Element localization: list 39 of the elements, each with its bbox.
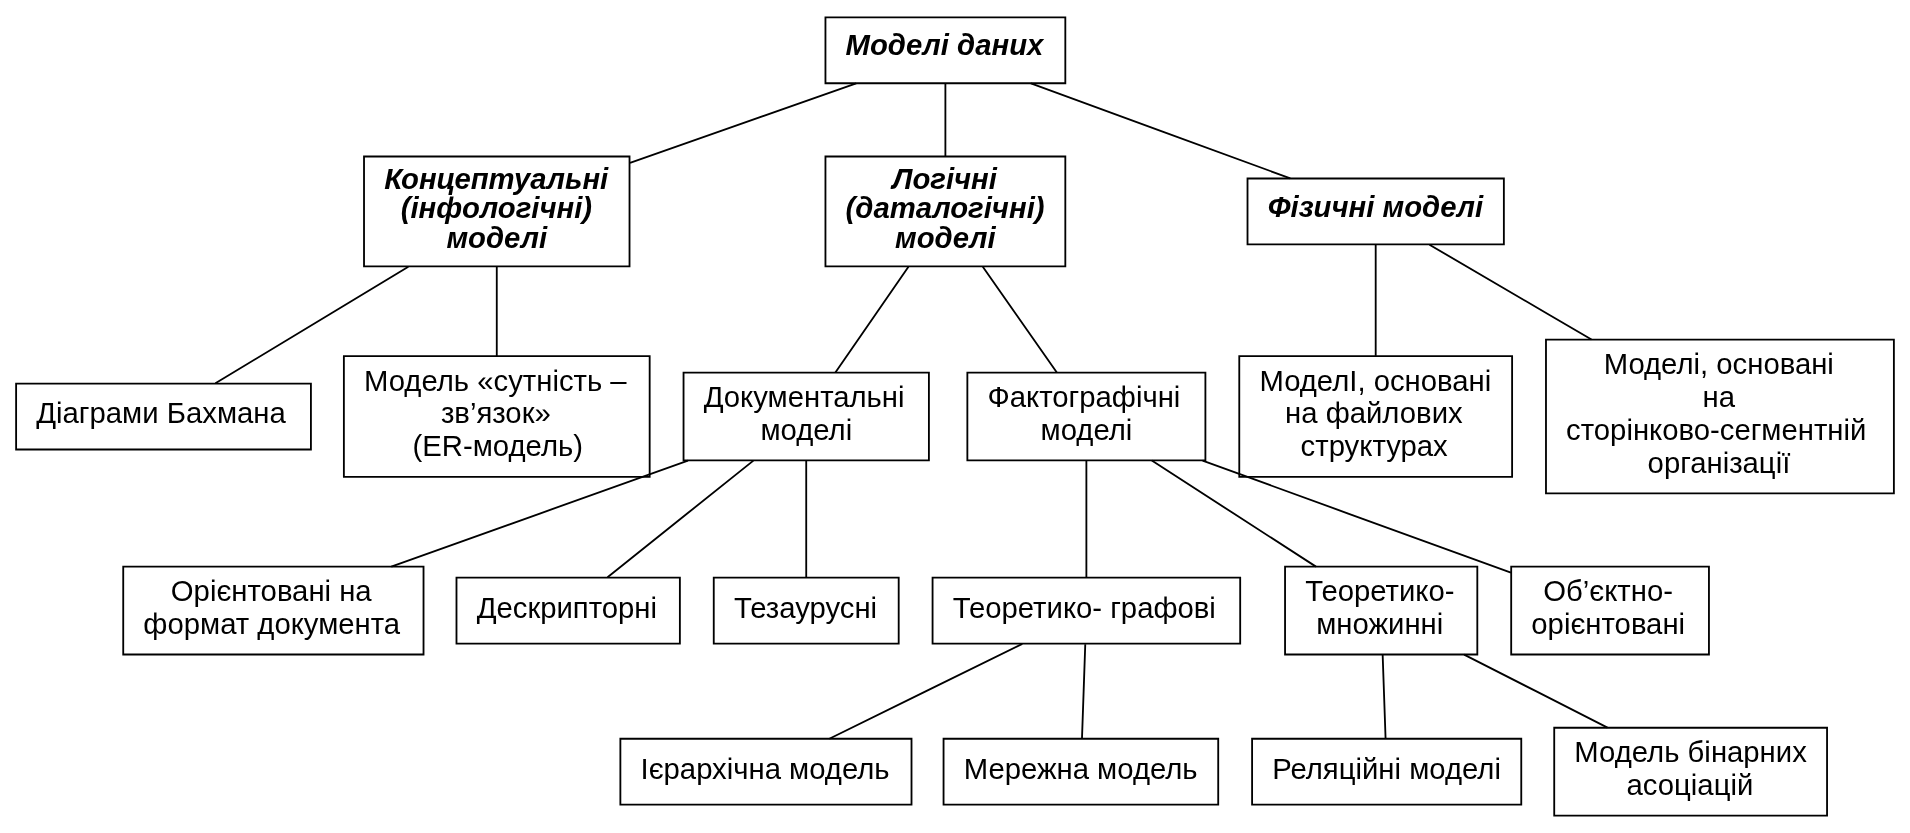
connector <box>1030 82 1292 180</box>
connector <box>495 265 498 357</box>
node-box: Модель «сутність – зв’язок» (ER-модель) <box>342 355 651 478</box>
node-box: Ієрархічна модель <box>619 737 913 806</box>
connector <box>1428 243 1593 341</box>
connector <box>981 265 1058 374</box>
connector <box>1085 459 1088 579</box>
connector <box>606 459 755 579</box>
connector <box>1374 243 1377 357</box>
connector <box>214 265 410 385</box>
node-box: Мережна модель <box>942 737 1220 806</box>
node-box: Логічні (даталогічні) моделі <box>824 155 1067 268</box>
node-box: МоделI, основані на файлових структурах <box>1238 355 1514 478</box>
node-box: Моделі даних <box>824 16 1067 85</box>
connector <box>629 82 858 164</box>
connector <box>1081 643 1087 740</box>
connector <box>805 459 808 579</box>
node-box: Документальні моделі <box>682 371 930 462</box>
connector <box>1463 653 1609 729</box>
connector <box>1201 459 1512 574</box>
node-box: Тезаурусні <box>712 576 900 645</box>
node-box: Теоретико- графові <box>931 576 1242 645</box>
node-box: Фактографічні моделі <box>966 371 1207 462</box>
node-box: Теоретико- множинні <box>1284 565 1479 656</box>
node-box: Дескрипторні <box>455 576 681 645</box>
connector <box>834 265 910 374</box>
connector <box>390 459 689 568</box>
node-box: Орієнтовані на формат документа <box>122 565 425 656</box>
connector <box>828 643 1024 740</box>
node-box: Модель бінарних асоціацій <box>1553 726 1828 817</box>
connector <box>1381 653 1387 740</box>
node-box: Концептуальні (інфологічні) моделі <box>363 155 631 268</box>
node-box: Моделі, основані на сторінково-сегментній організації <box>1545 338 1895 495</box>
node-box: Фізичні моделі <box>1246 177 1505 246</box>
connector <box>1150 459 1317 568</box>
connector <box>944 83 947 157</box>
node-box: Діаграми Бахмана <box>15 382 312 451</box>
node-box: Об’єктно- орієнтовані <box>1510 565 1710 656</box>
node-box: Реляційні моделі <box>1251 737 1523 806</box>
